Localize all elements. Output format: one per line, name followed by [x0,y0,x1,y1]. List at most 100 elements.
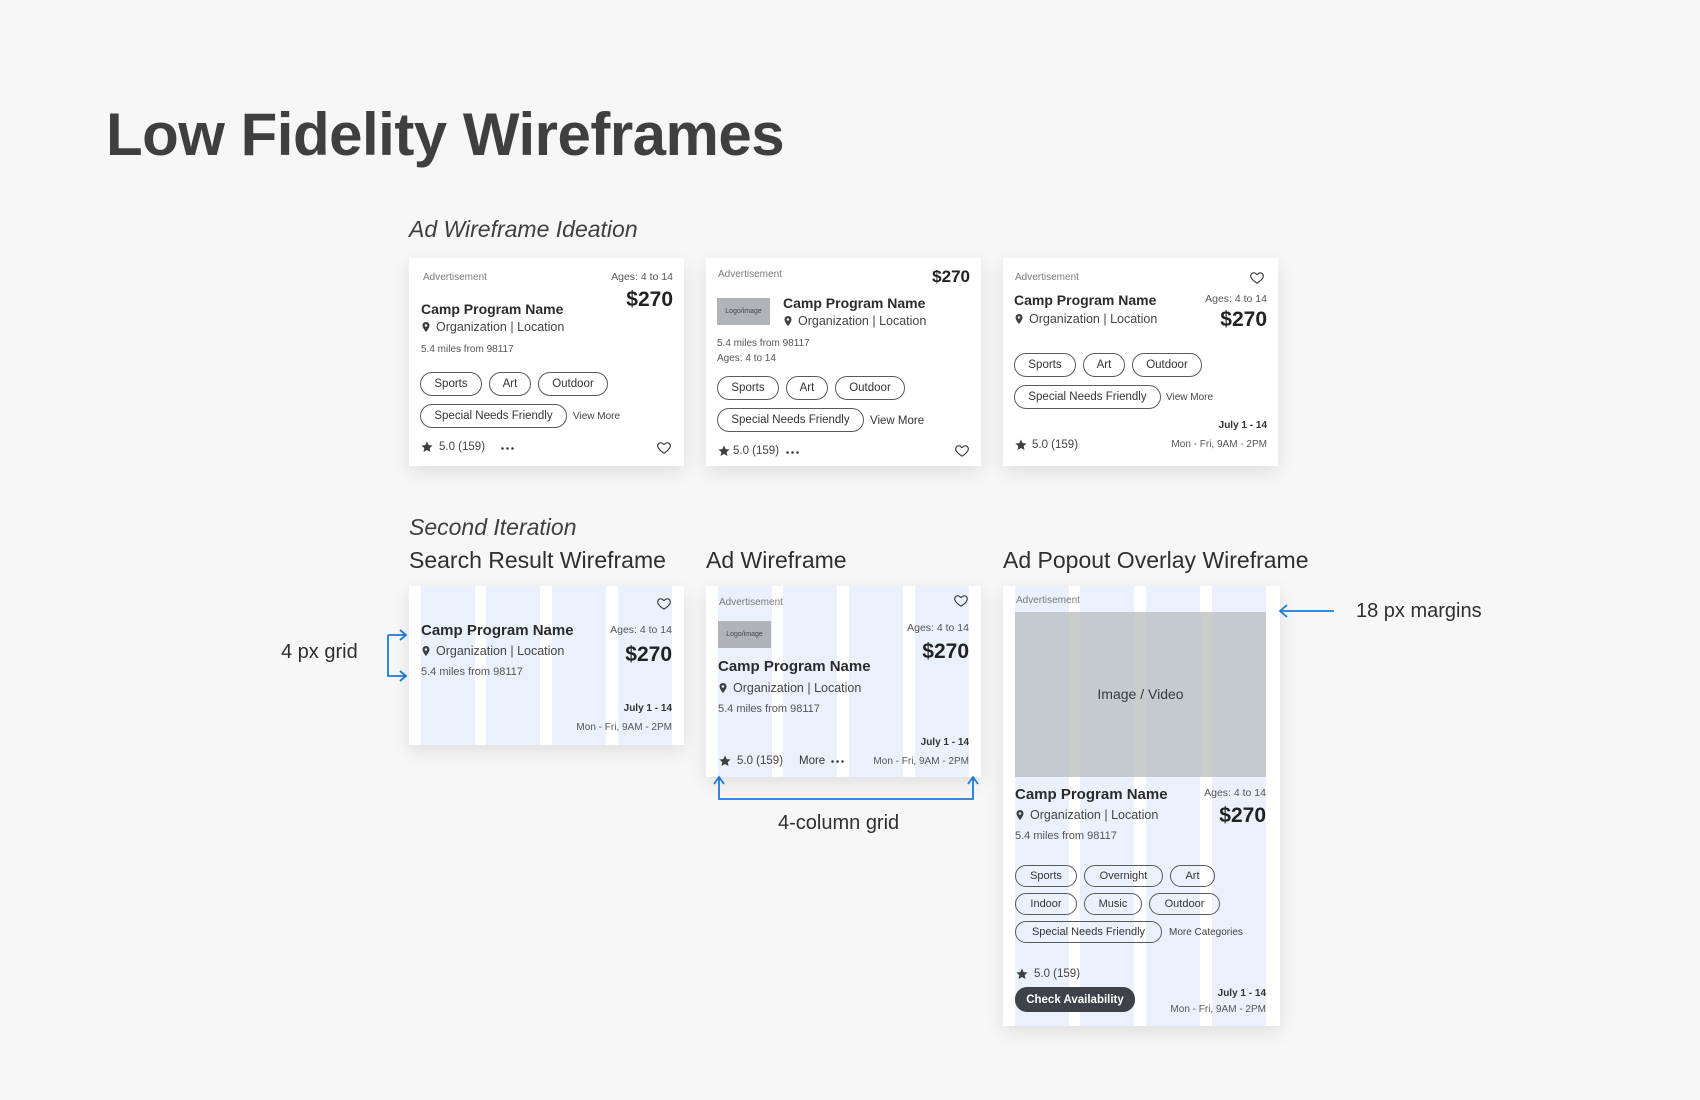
tag-sports[interactable]: Sports [1014,353,1076,377]
program-name[interactable]: Camp Program Name [421,301,564,317]
schedule: Mon - Fri, 9AM - 2PM [1171,439,1267,450]
schedule: Mon - Fri, 9AM - 2PM [1170,1004,1266,1015]
more-dots-icon[interactable] [500,446,515,451]
tag-art[interactable]: Art [786,376,828,400]
price: $270 [1220,308,1267,331]
rating: 5.0 (159) [1034,968,1081,980]
advertisement-label: Advertisement [718,269,782,280]
more-dots-icon[interactable] [785,450,800,455]
ages-label: Ages: 4 to 14 [1204,787,1266,799]
ages-label: Ages: 4 to 14 [610,624,672,636]
price: $270 [922,640,969,663]
dates: July 1 - 14 [623,703,672,714]
tag-art[interactable]: Art [1170,865,1215,887]
location-pin-icon [420,320,432,334]
page-title: Low Fidelity Wireframes [106,101,785,168]
tag-art[interactable]: Art [1083,353,1125,377]
px-grid-label: 4 px grid [281,641,358,663]
location-pin-icon [1014,808,1026,822]
heart-icon[interactable] [656,440,672,455]
grid-column [783,586,837,777]
popout-overlay-card[interactable]: Advertisement Image / Video Camp Program… [1003,586,1280,1026]
margins-label: 18 px margins [1356,600,1482,622]
distance: 5.4 miles from 98117 [717,338,810,349]
program-name[interactable]: Camp Program Name [1015,786,1168,803]
tag-indoor[interactable]: Indoor [1015,893,1077,915]
view-more-link[interactable]: View More [573,411,621,422]
grid-overlay [1201,612,1212,777]
column-grid-label: 4-column grid [778,812,900,834]
more-categories-link[interactable]: More Categories [1169,927,1243,938]
grid-column [849,586,903,777]
star-icon [1015,967,1029,981]
org-location: Organization | Location [1029,312,1158,326]
tag-outdoor[interactable]: Outdoor [1149,893,1220,915]
more-link[interactable]: More [799,755,826,767]
ages-label: Ages: 4 to 14 [907,622,969,634]
star-icon [420,440,434,454]
grid-column [718,586,772,777]
dates: July 1 - 14 [1218,420,1267,431]
heart-icon[interactable] [656,596,672,611]
grid-column [915,586,969,777]
rating: 5.0 (159) [1032,439,1079,451]
tag-outdoor[interactable]: Outdoor [1132,353,1202,377]
tag-outdoor[interactable]: Outdoor [835,376,905,400]
distance: 5.4 miles from 98117 [421,666,523,678]
ideation-card-3[interactable]: Advertisement Camp Program Name Organiza… [1003,258,1278,466]
rating: 5.0 (159) [733,445,780,457]
section-ideation-title: Ad Wireframe Ideation [409,216,638,242]
tag-art[interactable]: Art [489,372,531,396]
image-video-placeholder[interactable]: Image / Video [1015,612,1266,777]
logo-placeholder: Logo/image [717,298,770,325]
star-icon [718,754,732,768]
ideation-card-1[interactable]: Advertisement Ages: 4 to 14 $270 Camp Pr… [409,258,684,466]
price: $270 [625,643,672,666]
advertisement-label: Advertisement [719,597,783,608]
dates: July 1 - 14 [1217,988,1266,999]
tag-special-needs[interactable]: Special Needs Friendly [1014,385,1161,409]
heart-icon[interactable] [1249,270,1265,285]
popout-title: Ad Popout Overlay Wireframe [1003,547,1309,573]
ages-label: Ages: 4 to 14 [1205,293,1267,305]
distance: 5.4 miles from 98117 [1015,830,1117,842]
org-location: Organization | Location [1030,808,1159,822]
heart-icon[interactable] [953,593,969,608]
heart-icon[interactable] [954,443,970,458]
image-video-label: Image / Video [1097,686,1184,702]
tag-sports[interactable]: Sports [420,372,482,396]
arrow-icon [713,775,979,800]
star-icon [1014,438,1028,452]
tag-special-needs[interactable]: Special Needs Friendly [420,404,567,428]
schedule: Mon - Fri, 9AM - 2PM [576,722,672,733]
tag-outdoor[interactable]: Outdoor [538,372,608,396]
search-result-card[interactable]: Camp Program Name Ages: 4 to 14 $270 Org… [409,586,684,745]
logo-placeholder: Logo/image [718,621,771,648]
distance: 5.4 miles from 98117 [421,344,514,355]
ages-label: Ages: 4 to 14 [717,353,776,364]
program-name[interactable]: Camp Program Name [783,295,926,311]
tag-sports[interactable]: Sports [1015,865,1077,887]
star-icon [717,444,731,458]
location-pin-icon [717,681,729,695]
view-more-link[interactable]: View More [870,415,925,427]
location-pin-icon [420,644,432,658]
location-pin-icon [1013,312,1025,326]
program-name[interactable]: Camp Program Name [421,622,574,639]
ad-wireframe-title: Ad Wireframe [706,547,847,573]
more-dots-icon[interactable] [830,759,845,764]
ad-wireframe-card[interactable]: Advertisement Logo/image Ages: 4 to 14 $… [706,586,981,777]
advertisement-label: Advertisement [1015,272,1079,283]
tag-special-needs[interactable]: Special Needs Friendly [717,408,864,432]
tag-music[interactable]: Music [1084,893,1142,915]
org-location: Organization | Location [436,644,565,658]
program-name[interactable]: Camp Program Name [1014,292,1157,308]
ideation-card-2[interactable]: Advertisement $270 Logo/image Camp Progr… [706,258,981,466]
tag-sports[interactable]: Sports [717,376,779,400]
view-more-link[interactable]: View More [1166,392,1214,403]
advertisement-label: Advertisement [1016,595,1080,606]
tag-special-needs[interactable]: Special Needs Friendly [1015,921,1162,943]
program-name[interactable]: Camp Program Name [718,658,871,675]
check-availability-button[interactable]: Check Availability [1015,987,1135,1012]
tag-overnight[interactable]: Overnight [1084,865,1163,887]
